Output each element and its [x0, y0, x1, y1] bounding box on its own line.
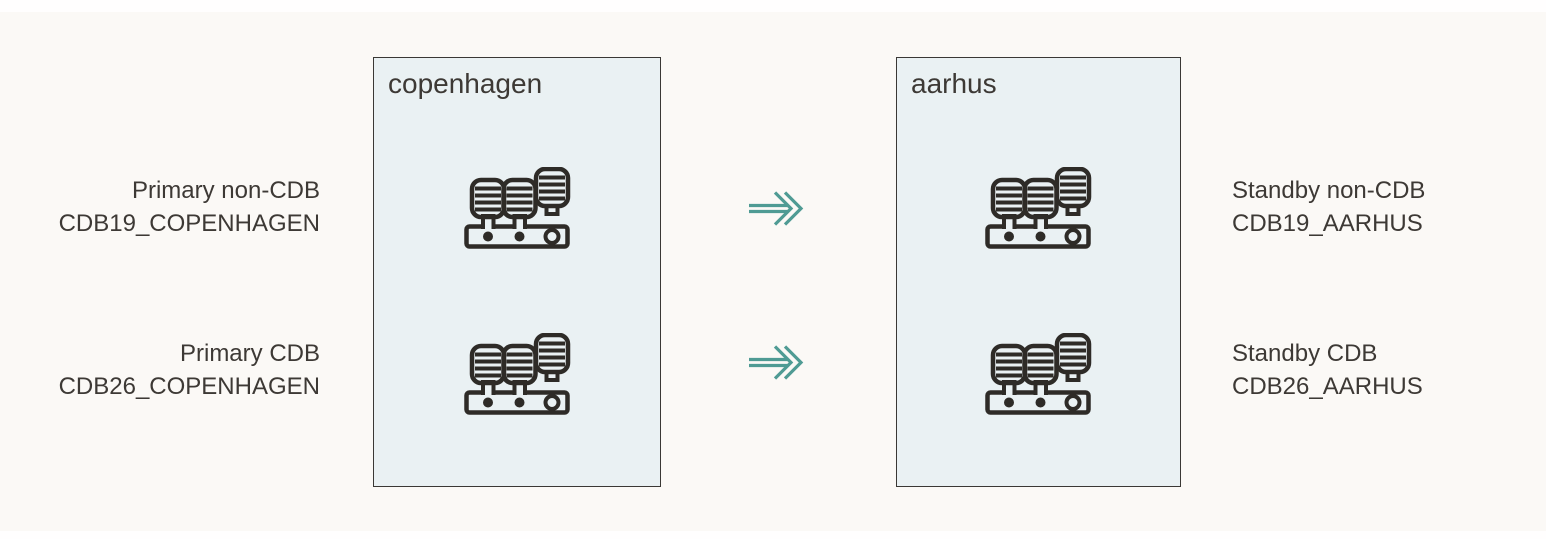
primary-noncdb-label: Primary non-CDB CDB19_COPENHAGEN [20, 174, 320, 240]
node-role-text: Standby non-CDB [1232, 177, 1426, 204]
database-rack-icon [983, 333, 1093, 417]
database-rack-icon [983, 167, 1093, 251]
double-arrow-right-icon [748, 340, 806, 384]
node-db-name-text: CDB26_AARHUS [1232, 373, 1423, 400]
host-title: aarhus [911, 68, 997, 99]
node-role-text: Primary CDB [179, 340, 320, 367]
node-role-text: Standby CDB [1232, 340, 1378, 367]
node-db-name-text: CDB26_COPENHAGEN [58, 373, 320, 400]
host-box-copenhagen: copenhagen [373, 57, 661, 487]
node-db-name-text: CDB19_COPENHAGEN [58, 210, 320, 237]
bottom-margin [0, 531, 1546, 539]
standby-cdb-label: Standby CDB CDB26_AARHUS [1232, 337, 1532, 403]
host-title: copenhagen [388, 68, 543, 99]
database-rack-icon [462, 167, 572, 251]
host-box-aarhus: aarhus [896, 57, 1181, 487]
double-arrow-right-icon [748, 186, 806, 230]
top-margin [0, 0, 1546, 12]
primary-cdb-label: Primary CDB CDB26_COPENHAGEN [20, 337, 320, 403]
database-rack-icon [462, 333, 572, 417]
node-db-name-text: CDB19_AARHUS [1232, 210, 1423, 237]
node-role-text: Primary non-CDB [131, 177, 320, 204]
standby-noncdb-label: Standby non-CDB CDB19_AARHUS [1232, 174, 1532, 240]
